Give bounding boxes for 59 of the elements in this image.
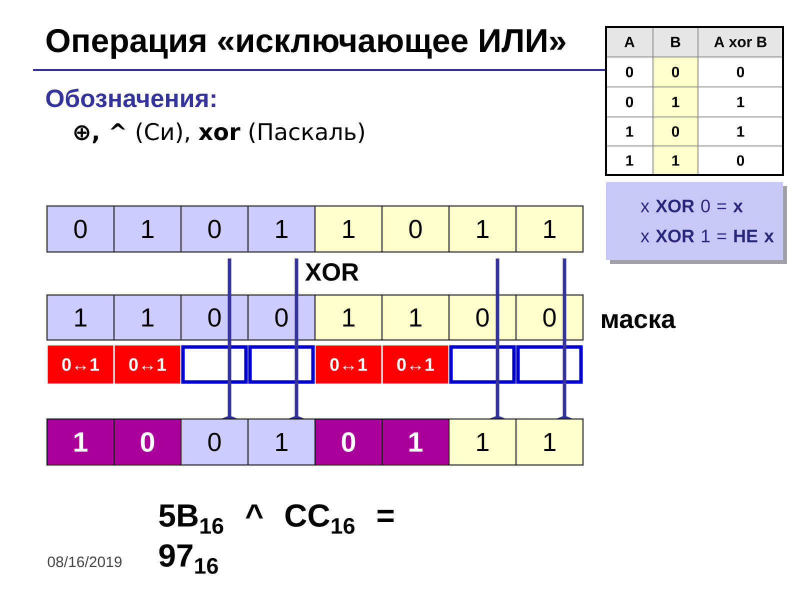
table-cell: 1 bbox=[606, 146, 654, 176]
connector-line bbox=[496, 258, 500, 294]
title: Операция «исключающее ИЛИ» bbox=[46, 28, 566, 59]
bit-cell: 0 bbox=[114, 418, 182, 466]
table-cell: B bbox=[652, 26, 698, 58]
note-box: x XOR 0 = x x XOR 1 = НЕ x bbox=[606, 182, 787, 264]
bit-cell: 1 bbox=[382, 418, 450, 466]
table-cell: 1 bbox=[652, 146, 698, 176]
table-cell: 1 bbox=[606, 116, 654, 146]
flip-cell: 0↔1 bbox=[382, 346, 448, 384]
bit-cell: 1 bbox=[314, 294, 382, 340]
connector-line bbox=[228, 258, 232, 294]
operator-label: XOR bbox=[305, 263, 359, 281]
table-cell: 1 bbox=[698, 86, 784, 118]
bit-cell: 0 bbox=[180, 418, 248, 466]
notation-text: ⊕, ^ (Си), xor (Паскаль) bbox=[74, 122, 364, 144]
connector-line bbox=[562, 258, 566, 294]
connector-line bbox=[562, 340, 566, 346]
row-label: маска bbox=[602, 314, 676, 328]
bit-cell: 1 bbox=[114, 206, 182, 252]
bit-cell: 1 bbox=[314, 206, 382, 252]
connector-line bbox=[496, 340, 500, 346]
bit-cell: 1 bbox=[448, 418, 516, 466]
bit-cell: 1 bbox=[516, 418, 584, 466]
bit-cell: 1 bbox=[382, 294, 450, 340]
heading: Обозначения: bbox=[46, 88, 216, 108]
bit-cell: 0 bbox=[448, 294, 516, 340]
bit-cell: 1 bbox=[248, 418, 316, 466]
bit-cell: 1 bbox=[46, 294, 114, 340]
table-cell: 0 bbox=[652, 56, 698, 88]
connector-line bbox=[228, 340, 232, 346]
connector-line bbox=[294, 340, 298, 346]
table-cell: A bbox=[606, 26, 654, 58]
bit-cell: 0 bbox=[46, 206, 114, 252]
hex-equation: 5B$_{16}$ ^ CC$_{16}$ = 97$_{16}$ bbox=[159, 504, 394, 574]
bit-cell: 1 bbox=[516, 206, 584, 252]
table-cell: 0 bbox=[652, 116, 698, 146]
bit-cell: 1 bbox=[448, 206, 516, 252]
bit-cell: 0 bbox=[180, 206, 248, 252]
date-text: 08/16/2019 bbox=[48, 556, 122, 568]
table-cell: 0 bbox=[606, 56, 654, 88]
bit-cell: 1 bbox=[114, 294, 182, 340]
table-cell: A xor B bbox=[698, 26, 784, 58]
bit-cell: 0 bbox=[516, 294, 584, 340]
bit-cell: 1 bbox=[248, 206, 316, 252]
bit-cell: 1 bbox=[46, 418, 114, 466]
table-cell: 1 bbox=[698, 116, 784, 146]
table-cell: 0 bbox=[606, 86, 654, 118]
flip-cell: 0↔1 bbox=[316, 346, 382, 384]
table-cell: 1 bbox=[652, 86, 698, 118]
flip-cell: 0↔1 bbox=[114, 346, 180, 384]
bit-cell: 0 bbox=[314, 418, 382, 466]
connector-line bbox=[294, 258, 298, 294]
table-cell: 0 bbox=[698, 146, 784, 176]
bit-cell: 0 bbox=[248, 294, 316, 340]
flip-cell: 0↔1 bbox=[48, 346, 114, 384]
bit-cell: 0 bbox=[180, 294, 248, 340]
bit-cell: 0 bbox=[382, 206, 450, 252]
table-cell: 0 bbox=[698, 56, 784, 88]
